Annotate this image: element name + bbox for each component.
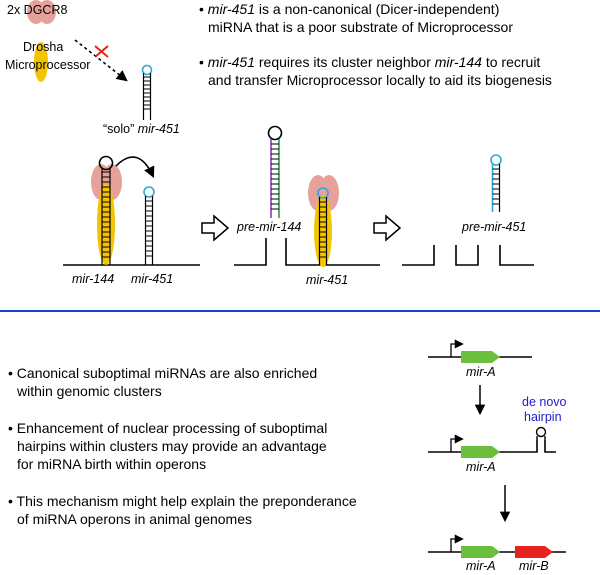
solo-mir451-label: “solo” mir-451	[103, 121, 180, 138]
solo-gene: mir-451	[137, 122, 180, 136]
dgcr8-label: 2x DGCR8	[7, 3, 68, 17]
gene-mir-a-1	[461, 351, 500, 363]
bottom-bullet-3-line1: This mechanism might help explain the pr…	[16, 493, 357, 509]
gene-mir-a-3	[461, 546, 500, 558]
de-novo-label-line1: de novo	[522, 395, 567, 409]
microprocessor-complex-top	[27, 0, 56, 82]
bottom-bullet-2-line3: for miRNA birth within operons	[17, 456, 207, 472]
dgcr8-blob-right	[38, 0, 56, 24]
top-bullet-1: • mir-451 is a non-canonical (Dicer-inde…	[199, 1, 500, 17]
mir451-mid-label: mir-451	[306, 273, 349, 287]
de-novo-hairpin-shape	[536, 436, 546, 440]
promoter-arrow-3	[450, 534, 464, 552]
top-bullet-2-line2: and transfer Microprocessor locally to a…	[208, 72, 552, 88]
bottom-bullet-2-line2: hairpins within clusters may provide an …	[17, 438, 327, 454]
mir451-hairpin-step2	[317, 187, 329, 265]
x-mark-icon	[94, 45, 109, 58]
top-bullet-2-rest: to recruit	[481, 54, 541, 70]
bottom-bullet-2: • Enhancement of nuclear processing of s…	[8, 420, 328, 436]
drosha-blob	[34, 42, 48, 82]
de-novo-label-line2: hairpin	[524, 410, 562, 424]
pre-mir144-hairpin	[267, 125, 283, 218]
bottom-bullet-3: • This mechanism might help explain the …	[8, 493, 357, 509]
mir451-hairpin-step1	[143, 186, 155, 265]
genome-line-3	[402, 245, 534, 266]
promoter-arrow-1	[450, 339, 464, 357]
mir-b-label: mir-B	[519, 559, 549, 573]
mir144-hairpin-step1	[98, 155, 114, 265]
top-bullet-1-rest: is a non-canonical (Dicer-independent)	[255, 1, 500, 17]
de-novo-hairpin-loop	[535, 426, 547, 438]
solo-mir451-hairpin	[141, 64, 153, 120]
drosha-step1	[97, 183, 115, 265]
bottom-bullet-1: • Canonical suboptimal miRNAs are also e…	[8, 365, 318, 381]
step-arrow-1	[201, 214, 230, 242]
operon-stage-3	[428, 534, 566, 558]
bottom-bullet-2-line1: Enhancement of nuclear processing of sub…	[16, 420, 328, 436]
pre-mir144-label: pre-mir-144	[237, 220, 302, 234]
top-bullet-2-gene2: mir-144	[434, 54, 482, 70]
promoter-arrow-2	[450, 434, 464, 452]
mir451-label: mir-451	[131, 272, 174, 286]
top-bullet-1-line2: miRNA that is a poor substrate of Microp…	[208, 19, 514, 35]
step-arrow-2	[373, 214, 402, 242]
mir-a-label-1: mir-A	[466, 365, 496, 379]
bottom-bullet-1-line2: within genomic clusters	[17, 383, 162, 399]
top-bullet-2: • mir-451 requires its cluster neighbor …	[199, 54, 541, 70]
operon-stage-2	[428, 426, 556, 458]
solo-prefix: “solo”	[103, 122, 138, 136]
mir-a-label-3: mir-A	[466, 559, 496, 573]
pre-mir451-hairpin	[490, 154, 502, 212]
gene-mir-b	[515, 546, 553, 558]
drosha-step2	[314, 195, 332, 267]
top-bullet-2-gene: mir-451	[207, 54, 255, 70]
bottom-bullet-3-line2: of miRNA operons in animal genomes	[17, 511, 253, 527]
pre-mir451-label: pre-mir-451	[462, 220, 527, 234]
genome-line-2	[234, 238, 380, 266]
mir144-label: mir-144	[72, 272, 115, 286]
dashed-recruit-arrow	[74, 39, 128, 82]
microprocessor-label: Microprocessor	[5, 58, 91, 72]
mir-a-label-2: mir-A	[466, 460, 496, 474]
top-bullet-1-gene: mir-451	[207, 1, 255, 17]
bottom-bullet-1-line1: Canonical suboptimal miRNAs are also enr…	[16, 365, 318, 381]
top-bullet-2-mid: requires its cluster neighbor	[255, 54, 435, 70]
drosha-label: Drosha	[23, 40, 64, 54]
operon-stage-1	[428, 339, 532, 363]
transfer-curved-arrow	[115, 156, 155, 179]
gene-mir-a-2	[461, 446, 500, 458]
